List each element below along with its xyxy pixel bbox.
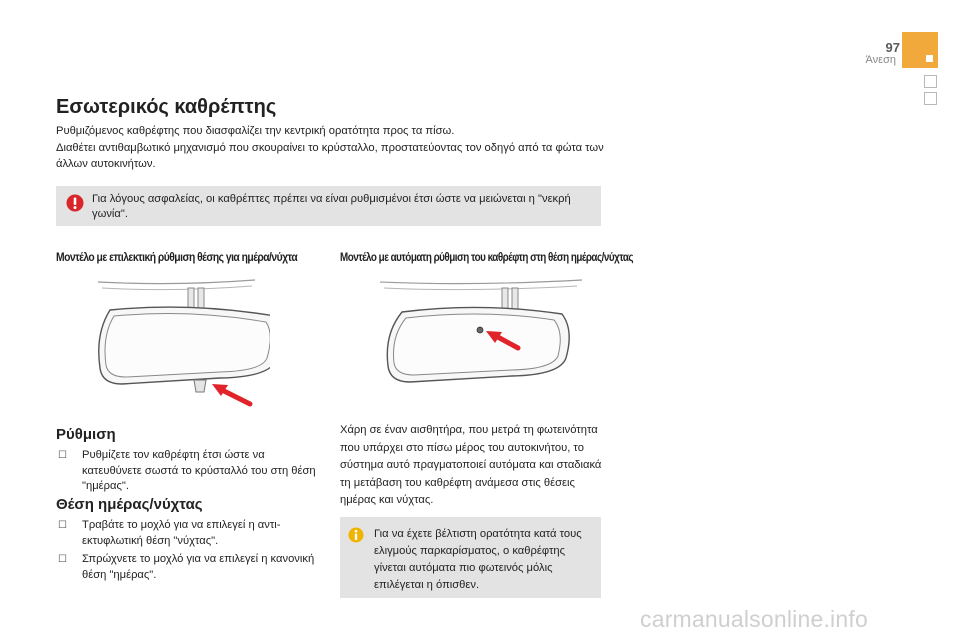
- section-tab-marker: [902, 32, 938, 68]
- list-item: ☐ Σπρώχνετε το μοχλό για να επιλεγεί η κ…: [56, 552, 316, 583]
- tab-box-icon: [924, 75, 937, 88]
- day-night-item-text: Σπρώχνετε το μοχλό για να επιλεγεί η καν…: [82, 553, 315, 581]
- day-night-heading: Θέση ημέρας/νύχτας: [56, 496, 203, 513]
- arrow-red-right: [486, 331, 521, 351]
- day-night-item-text: Τραβάτε το μοχλό για να επιλεγεί η αντι-…: [82, 519, 281, 547]
- info-text: Για να έχετε βέλτιστη ορατότητα κατά του…: [374, 528, 582, 591]
- intro-text: Ρυθμιζόμενος καθρέφτης που διασφαλίζει τ…: [56, 123, 616, 173]
- list-item: ☐ Τραβάτε το μοχλό για να επιλεγεί η αντ…: [56, 518, 316, 549]
- section-tab-square-icon: [926, 55, 933, 62]
- adjustment-list: ☐ Ρυθμίζετε τον καθρέφτη έτσι ώστε να κα…: [56, 448, 316, 498]
- bullet-marker-icon: ☐: [58, 450, 67, 461]
- warning-box: [56, 186, 601, 226]
- info-icon: [348, 527, 364, 543]
- watermark: carmanualsonline.info: [640, 606, 868, 632]
- warning-exclamation-icon: [66, 194, 84, 212]
- page-title: Εσωτερικός καθρέπτης: [56, 96, 277, 118]
- arrow-red-left: [212, 384, 253, 407]
- intro-line: Ρυθμιζόμενος καθρέφτης που διασφαλίζει τ…: [56, 125, 455, 137]
- intro-line: Διαθέτει αντιθαμβωτικό μηχανισμό που σκο…: [56, 141, 604, 171]
- bullet-marker-icon: ☐: [58, 520, 67, 531]
- auto-description: Χάρη σε έναν αισθητήρα, που μετρά τη φωτ…: [340, 424, 602, 506]
- section-label: Άνεση: [865, 54, 896, 66]
- list-item: ☐ Ρυθμίζετε τον καθρέφτη έτσι ώστε να κα…: [56, 448, 316, 495]
- day-night-list: ☐ Τραβάτε το μοχλό για να επιλεγεί η αντ…: [56, 518, 316, 586]
- model-manual-title: Μοντέλο με επιλεκτική ρύθμιση θέσης για …: [56, 250, 298, 264]
- bullet-marker-icon: ☐: [58, 554, 67, 565]
- tab-box-icon: [924, 92, 937, 105]
- model-auto-title: Μοντέλο με αυτόματη ρύθμιση του καθρέφτη…: [340, 250, 634, 264]
- page-number: 97: [885, 40, 900, 55]
- manual-mirror-illustration: [97, 279, 270, 407]
- auto-mirror-illustration: [379, 279, 583, 383]
- adjustment-heading: Ρύθμιση: [56, 426, 116, 443]
- light-sensor-icon: [476, 326, 484, 334]
- info-box: [340, 517, 601, 598]
- warning-text: Για λόγους ασφαλείας, οι καθρέπτες πρέπε…: [92, 193, 571, 220]
- adjustment-item-text: Ρυθμίζετε τον καθρέφτη έτσι ώστε να κατε…: [82, 449, 316, 492]
